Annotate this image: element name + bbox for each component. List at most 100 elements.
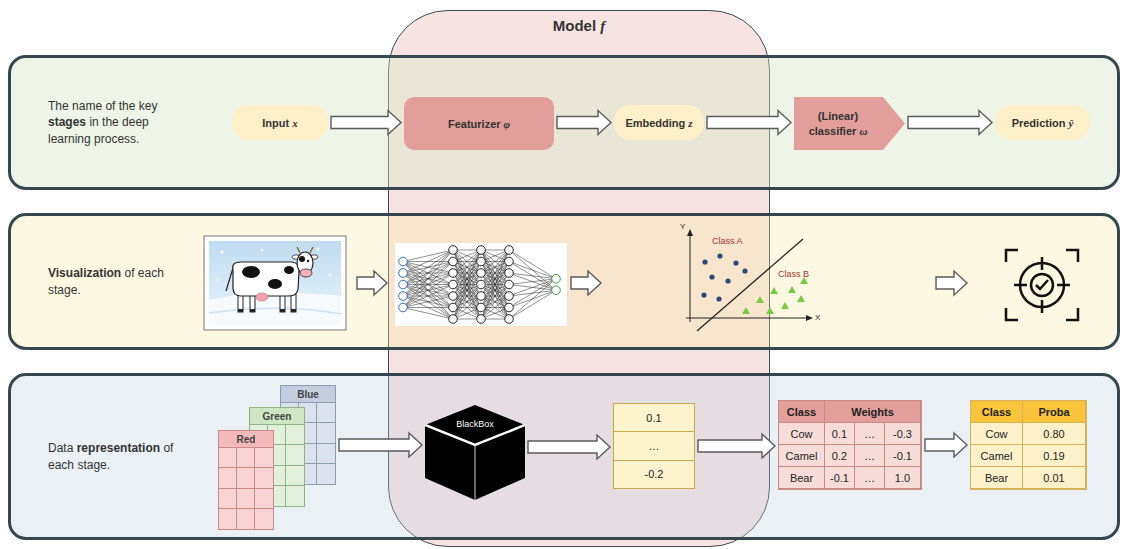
text-run: stage. <box>77 458 110 472</box>
text-run: (Linear) <box>818 110 858 122</box>
stage-name: (Linear) classifier ω <box>800 109 876 138</box>
text-run: Embedding <box>625 117 685 129</box>
stage-name: Featurizer φ <box>448 118 510 130</box>
data-table: ClassWeightsCow0.1…-0.3Camel0.2…-0.1Bear… <box>778 400 922 490</box>
pixel-cell <box>255 489 273 509</box>
table-cell: -0.1 <box>825 467 855 489</box>
table-value: -0.1 <box>893 450 912 462</box>
table-cell: Camel <box>779 445 825 467</box>
pixel-cell <box>237 468 255 488</box>
table-cell: -0.3 <box>885 423 921 445</box>
stage-arrow <box>357 271 967 295</box>
table-value: Camel <box>786 450 818 462</box>
pixel-cell <box>237 489 255 509</box>
text-run: the <box>119 99 136 113</box>
table-header: Weights <box>851 406 894 418</box>
stage-arrow <box>528 435 610 459</box>
model-title: Model f <box>553 17 606 35</box>
vector-value: 0.1 <box>646 412 661 424</box>
vector-value: … <box>649 440 660 452</box>
text-run: deep <box>122 115 149 129</box>
text-run: of <box>124 266 134 280</box>
stage-arrow <box>925 433 967 457</box>
table-header-cell: Class <box>779 401 825 423</box>
table-value: 0.1 <box>832 428 847 440</box>
table-value: -0.1 <box>830 472 849 484</box>
stage-pill: Prediction ŷ <box>995 105 1090 140</box>
table-cell: Cow <box>971 423 1023 445</box>
text-run: φ <box>504 118 510 130</box>
table-cell: Cow <box>779 423 825 445</box>
pixel-cell <box>317 423 335 443</box>
text-run: in <box>89 115 98 129</box>
table-header: Class <box>982 406 1011 418</box>
stage-pill: Input x <box>232 105 328 140</box>
row-description: Visualization of each stage. <box>48 265 180 297</box>
stage-arrow <box>557 111 611 135</box>
pixel-cell <box>237 448 255 468</box>
table-header-cell: Class <box>971 401 1023 423</box>
channel-table: Red <box>218 430 274 530</box>
text-run: f <box>600 18 605 34</box>
text-run: key <box>139 99 158 113</box>
pixel-grid <box>219 448 273 529</box>
plot-label: X <box>815 313 820 322</box>
channel-name: Green <box>263 411 292 422</box>
stage-arrow <box>908 111 992 135</box>
table-cell: 0.19 <box>1023 445 1086 467</box>
pixel-cell <box>219 489 237 509</box>
table-value: … <box>864 428 875 440</box>
neural-network <box>399 246 561 324</box>
table-header: Blue <box>281 386 335 403</box>
stage-arrow <box>331 111 401 135</box>
pixel-cell <box>286 445 304 465</box>
channel-name: Red <box>237 434 256 445</box>
text-run: stages <box>48 115 86 129</box>
pixel-cell <box>286 425 304 445</box>
text-run: The <box>48 99 69 113</box>
text-run: classifier <box>809 125 857 137</box>
vector-cell: … <box>614 432 694 460</box>
text-run: process. <box>94 132 139 146</box>
table-value: 0.01 <box>1043 472 1064 484</box>
stage-name: Embedding z <box>625 117 692 129</box>
text-run: Model <box>553 17 596 34</box>
data-table: Class ProbaCow0.80Camel0.19Bear 0.01 <box>970 400 1087 490</box>
table-header-cell: Proba <box>1023 401 1086 423</box>
blackbox-label: BlackBox <box>456 419 494 429</box>
stage-arrow <box>707 111 791 135</box>
table-cell: … <box>855 467 885 489</box>
stage-arrow <box>339 433 422 457</box>
pixel-cell <box>219 509 237 529</box>
text-run: Input <box>262 117 289 129</box>
table-cell: Camel <box>971 445 1023 467</box>
text-run: Featurizer <box>448 118 501 130</box>
pixel-cell <box>219 468 237 488</box>
table-value: Bear <box>790 472 813 484</box>
pixel-cell <box>219 448 237 468</box>
plot-label: Y <box>680 222 685 231</box>
table-header: Proba <box>1038 406 1069 418</box>
arrow-shape-fill <box>794 97 905 150</box>
text-run: ŷ <box>1068 117 1073 129</box>
pixel-cell <box>317 403 335 423</box>
stage-band: BlueGreenRed BlackBox 0.1 … -0.2 Class Weights… <box>8 373 1120 540</box>
table-cell: 1.0 <box>885 467 921 489</box>
table-cell: 0.1 <box>825 423 855 445</box>
stage-pill: Embedding z <box>614 105 704 140</box>
text-run: the <box>102 115 119 129</box>
vector-value: -0.2 <box>645 468 664 480</box>
table-cell: 0.80 <box>1023 423 1086 445</box>
network-panel <box>395 243 567 326</box>
plot-label: Class A <box>712 236 743 246</box>
table-cell: Bear <box>971 467 1023 489</box>
table-value: 0.2 <box>832 450 847 462</box>
plot-label: Class B <box>778 269 809 279</box>
embedding-vector: 0.1 … -0.2 <box>613 403 695 489</box>
table-header: Green <box>250 408 304 425</box>
classifier-arrow-box: (Linear) classifier ω <box>794 97 905 150</box>
text-run: each <box>48 458 74 472</box>
channel-name: Blue <box>297 389 319 400</box>
